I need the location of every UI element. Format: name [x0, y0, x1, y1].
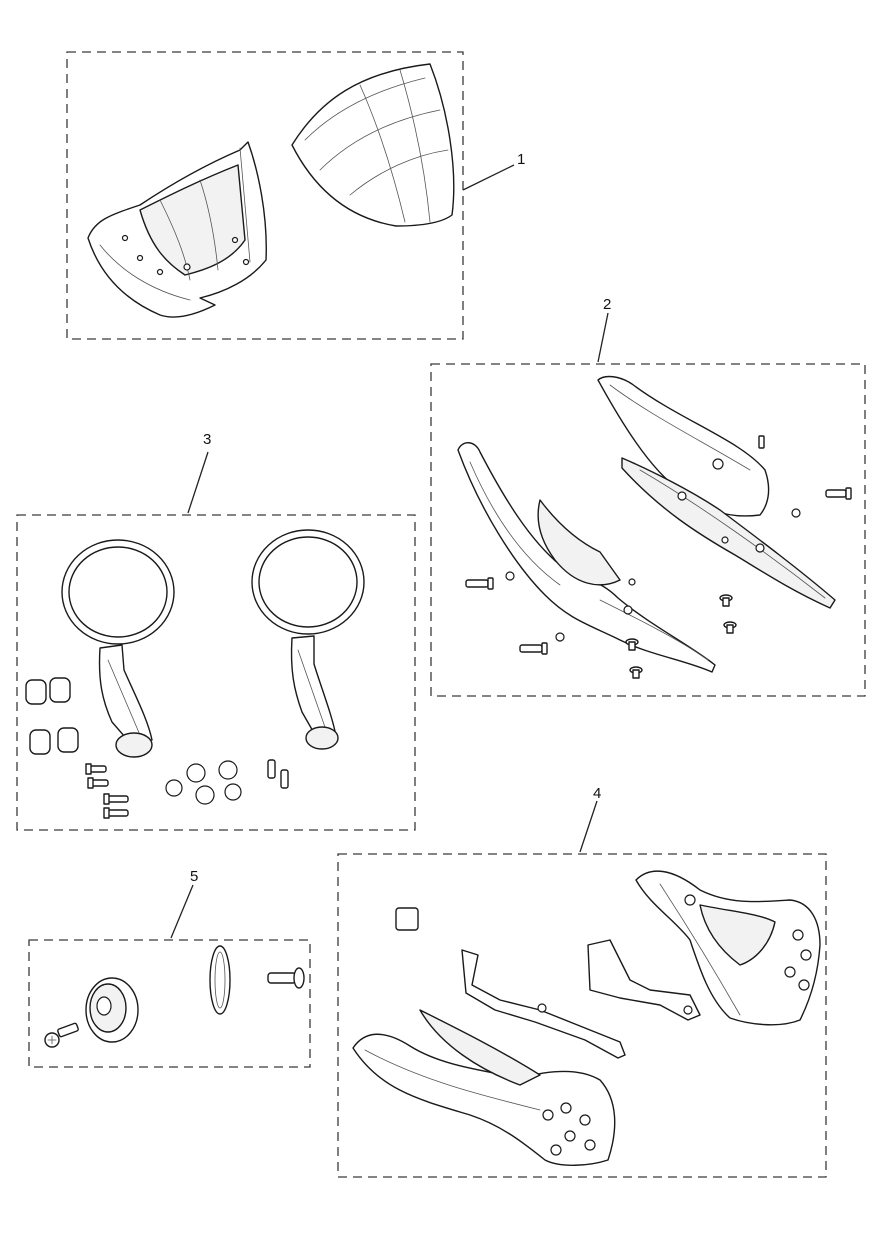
group-2-boundary	[430, 363, 866, 697]
spacer-washer-icon	[85, 977, 139, 1043]
screw-icon	[629, 666, 643, 679]
clamp-icon	[29, 727, 79, 755]
bolt-icon	[267, 759, 289, 789]
footrest-brackets-part[interactable]	[395, 907, 701, 1059]
group-1: 1	[66, 51, 525, 340]
right-grab-rail-part[interactable]	[597, 375, 836, 609]
screw-icon	[723, 621, 737, 634]
callout-5: 5	[190, 868, 198, 885]
rail-fasteners	[465, 435, 852, 679]
right-mirror-part[interactable]	[251, 529, 365, 750]
screw-icon	[625, 638, 639, 651]
callout-4: 4	[593, 785, 601, 802]
windscreen-part[interactable]	[291, 63, 455, 227]
cap-icon	[224, 783, 242, 801]
bolt-icon	[519, 642, 548, 655]
bolt-icon	[103, 793, 129, 805]
callout-1: 1	[517, 151, 525, 168]
left-mirror-part[interactable]	[61, 539, 175, 758]
group-5: 5	[28, 868, 311, 1068]
group-4: 4	[337, 785, 827, 1178]
cap-icon	[195, 785, 215, 805]
bolt-icon	[44, 1022, 79, 1048]
screw-icon	[719, 594, 733, 607]
rubber-block-icon	[395, 907, 419, 931]
group-1-boundary	[66, 51, 464, 340]
bolt-icon	[267, 967, 305, 989]
group-3-leader-line	[187, 451, 209, 514]
cap-icon	[186, 763, 206, 783]
washer-icon	[505, 571, 515, 581]
washer-icon	[555, 632, 565, 642]
callout-2: 2	[603, 296, 611, 313]
bolt-icon	[758, 435, 765, 449]
group-5-leader-line	[170, 884, 194, 939]
callout-3: 3	[203, 431, 211, 448]
left-grab-rail-part[interactable]	[457, 442, 716, 673]
bolt-icon	[825, 487, 852, 500]
grommet-icon	[209, 945, 231, 1015]
headlight-cowl-part[interactable]	[87, 141, 267, 318]
clamp-icon	[25, 677, 71, 705]
right-footrest-hanger-part[interactable]	[635, 870, 821, 1026]
washer-icon	[791, 508, 801, 518]
group-1-leader-line	[462, 164, 515, 191]
bolt-icon	[465, 577, 494, 590]
group-3-boundary	[16, 514, 416, 831]
group-4-leader-line	[579, 800, 598, 853]
mirror-clamps-and-fixings	[25, 677, 289, 819]
bolt-icon	[103, 807, 129, 819]
group-3: 3	[16, 431, 416, 831]
blanking-kit-parts[interactable]	[44, 945, 305, 1048]
cap-icon	[165, 779, 183, 797]
group-2-leader-line	[597, 312, 609, 363]
group-4-boundary	[337, 853, 827, 1178]
bolt-icon	[87, 777, 109, 789]
cap-icon	[218, 760, 238, 780]
bolt-icon	[85, 763, 107, 775]
group-5-boundary	[28, 939, 311, 1068]
group-2: 2	[430, 296, 866, 697]
left-footrest-hanger-part[interactable]	[352, 1009, 616, 1166]
